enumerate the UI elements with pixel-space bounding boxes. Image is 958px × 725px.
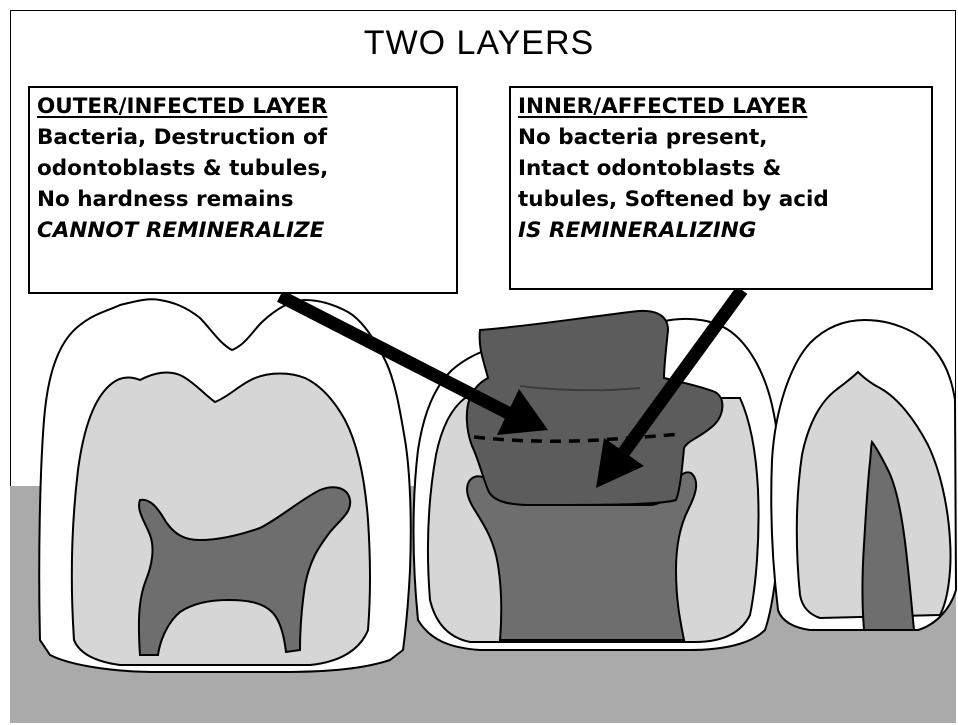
inner-layer-emphasis: IS REMINERALIZING: [518, 215, 925, 246]
left-tooth: [39, 299, 411, 672]
outer-layer-box: OUTER/INFECTED LAYER Bacteria, Destructi…: [28, 86, 458, 294]
diagram-title: TWO LAYERS: [0, 24, 958, 63]
inner-layer-line: No bacteria present,: [518, 122, 925, 153]
right-tooth: [771, 320, 956, 630]
outer-layer-line: No hardness remains: [37, 184, 450, 215]
outer-layer-emphasis: CANNOT REMINERALIZE: [37, 215, 450, 246]
middle-tooth: [414, 311, 781, 650]
inner-layer-box: INNER/AFFECTED LAYER No bacteria present…: [509, 86, 933, 290]
inner-layer-heading: INNER/AFFECTED LAYER: [518, 91, 925, 122]
outer-layer-heading: OUTER/INFECTED LAYER: [37, 91, 450, 122]
inner-layer-line: Intact odontoblasts &: [518, 153, 925, 184]
inner-layer-line: tubules, Softened by acid: [518, 184, 925, 215]
outer-layer-line: odontoblasts & tubules,: [37, 153, 450, 184]
outer-layer-line: Bacteria, Destruction of: [37, 122, 450, 153]
